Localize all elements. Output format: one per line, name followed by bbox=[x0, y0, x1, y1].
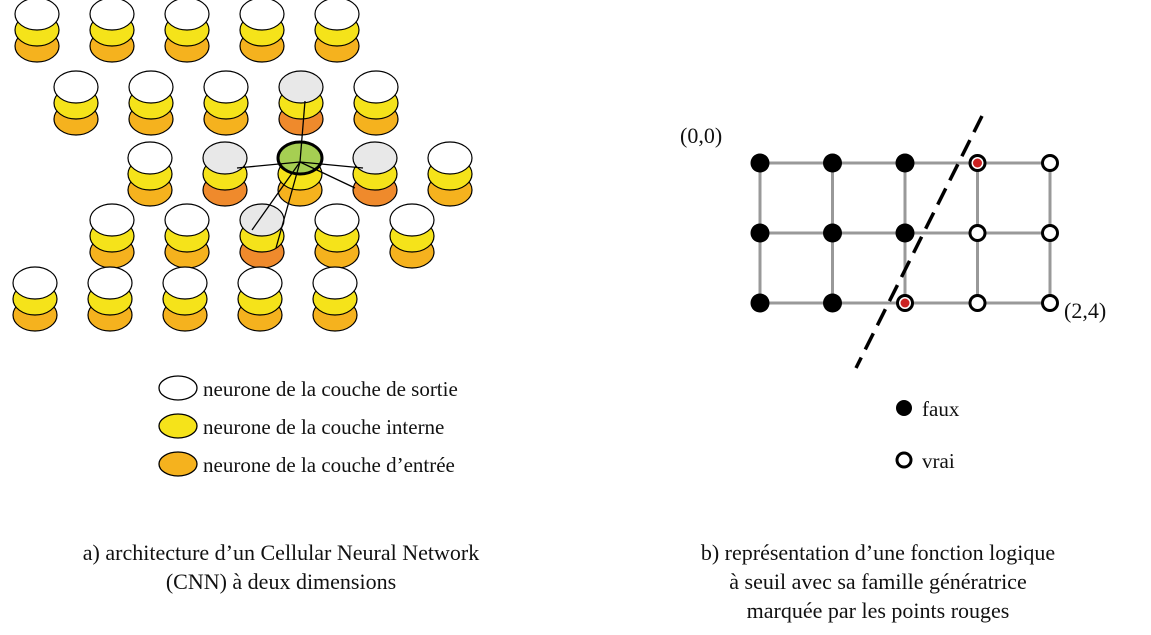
neuron-stack bbox=[353, 70, 399, 136]
output-neuron bbox=[164, 0, 210, 31]
neuron-stack bbox=[239, 0, 285, 63]
output-neuron bbox=[14, 0, 60, 31]
output-neuron bbox=[314, 203, 360, 237]
output-neuron bbox=[162, 266, 208, 300]
neuron-stack bbox=[427, 141, 473, 207]
cnn-legend: neurone de la couche de sortie neurone d… bbox=[158, 375, 458, 477]
legend-output-item: neurone de la couche de sortie bbox=[158, 375, 458, 401]
neuron-stack bbox=[87, 266, 133, 332]
threshold-function-panel: (0,0) (2,4) faux vrai b) représentation … bbox=[680, 115, 1106, 623]
neuron-stack bbox=[203, 70, 249, 136]
legend-internal-item: neurone de la couche interne bbox=[158, 413, 444, 439]
connection-line bbox=[236, 161, 301, 169]
output-neuron bbox=[87, 266, 133, 300]
true-point bbox=[1041, 154, 1059, 172]
separating-line bbox=[854, 115, 984, 369]
caption-b-line2: à seuil avec sa famille génératrice bbox=[729, 569, 1026, 594]
output-neuron bbox=[202, 141, 248, 175]
output-neuron bbox=[239, 203, 285, 237]
grid-points bbox=[750, 153, 1059, 313]
connection-line bbox=[275, 161, 301, 249]
legend-output-label: neurone de la couche de sortie bbox=[203, 377, 458, 401]
caption-a-line1: a) architecture d’un Cellular Neural Net… bbox=[83, 540, 479, 565]
neuron-stack bbox=[312, 266, 358, 332]
false-point bbox=[823, 293, 842, 313]
connection-line bbox=[299, 100, 306, 163]
false-point bbox=[823, 223, 842, 243]
neuron-stack bbox=[162, 266, 208, 332]
neuron-stack bbox=[128, 70, 174, 136]
output-neuron bbox=[427, 141, 473, 175]
false-point bbox=[895, 223, 915, 243]
output-neuron bbox=[237, 266, 283, 300]
connection-line bbox=[299, 161, 364, 169]
true-point bbox=[1041, 294, 1059, 312]
output-neuron bbox=[352, 141, 398, 175]
neuron-stack bbox=[12, 266, 58, 332]
output-neuron bbox=[53, 70, 99, 104]
legend-output-swatch bbox=[158, 375, 198, 401]
caption-a-line2: (CNN) à deux dimensions bbox=[166, 569, 396, 594]
neuron-stack bbox=[276, 140, 324, 207]
output-neuron bbox=[278, 70, 324, 104]
false-point bbox=[750, 223, 770, 243]
output-neuron bbox=[239, 0, 285, 31]
neuron-stack bbox=[89, 203, 135, 269]
neuron-stack bbox=[314, 203, 360, 269]
neuron-stack bbox=[239, 203, 285, 269]
true-point bbox=[968, 224, 987, 242]
legend-input-item: neurone de la couche d’entrée bbox=[158, 451, 455, 477]
legend-true-label: vrai bbox=[922, 449, 955, 473]
legend-false-label: faux bbox=[922, 397, 960, 421]
neuron-stack bbox=[14, 0, 60, 63]
neuron-stack bbox=[164, 0, 210, 63]
false-point bbox=[750, 293, 770, 313]
true-point bbox=[968, 294, 987, 312]
legend-input-label: neurone de la couche d’entrée bbox=[203, 453, 455, 477]
output-neuron bbox=[389, 203, 435, 237]
generator-red-dot bbox=[900, 298, 910, 308]
true-point bbox=[1041, 224, 1059, 242]
neuron-stack bbox=[389, 203, 435, 269]
false-point bbox=[895, 153, 915, 173]
output-neuron bbox=[203, 70, 249, 104]
neuron-stack bbox=[53, 70, 99, 136]
neuron-stack bbox=[352, 141, 398, 207]
neuron-stack bbox=[278, 70, 324, 136]
output-neuron bbox=[12, 266, 58, 300]
output-neuron bbox=[312, 266, 358, 300]
generator-red-dot bbox=[973, 158, 982, 168]
neuron-stack bbox=[314, 0, 360, 63]
neuron-stack bbox=[89, 0, 135, 63]
corner-label-bottom-right: (2,4) bbox=[1064, 298, 1106, 323]
neuron-stack bbox=[202, 141, 248, 207]
neuron-stack bbox=[164, 203, 210, 269]
corner-label-top-left: (0,0) bbox=[680, 123, 722, 148]
truth-legend: faux vrai bbox=[895, 397, 960, 473]
output-neuron bbox=[128, 70, 174, 104]
output-neuron bbox=[353, 70, 399, 104]
legend-internal-label: neurone de la couche interne bbox=[203, 415, 444, 439]
output-neuron bbox=[164, 203, 210, 237]
caption-b-line1: b) représentation d’une fonction logique bbox=[701, 540, 1055, 565]
cnn-architecture-panel: neurone de la couche de sortie neurone d… bbox=[12, 0, 479, 594]
caption-b-line3: marquée par les points rouges bbox=[747, 598, 1010, 623]
legend-internal-swatch bbox=[158, 413, 198, 439]
output-neuron bbox=[127, 141, 173, 175]
false-point bbox=[750, 153, 770, 173]
cnn-connections bbox=[236, 100, 364, 249]
connection-line bbox=[251, 161, 301, 231]
cnn-neuron-grid bbox=[12, 0, 473, 332]
output-neuron bbox=[89, 0, 135, 31]
false-point bbox=[823, 153, 842, 173]
neuron-stack bbox=[127, 141, 173, 207]
output-neuron bbox=[89, 203, 135, 237]
output-neuron bbox=[314, 0, 360, 31]
legend-true-dot bbox=[895, 451, 913, 469]
neuron-stack bbox=[237, 266, 283, 332]
connection-line bbox=[299, 161, 356, 189]
legend-false-dot bbox=[896, 400, 912, 416]
legend-input-swatch bbox=[158, 451, 198, 477]
